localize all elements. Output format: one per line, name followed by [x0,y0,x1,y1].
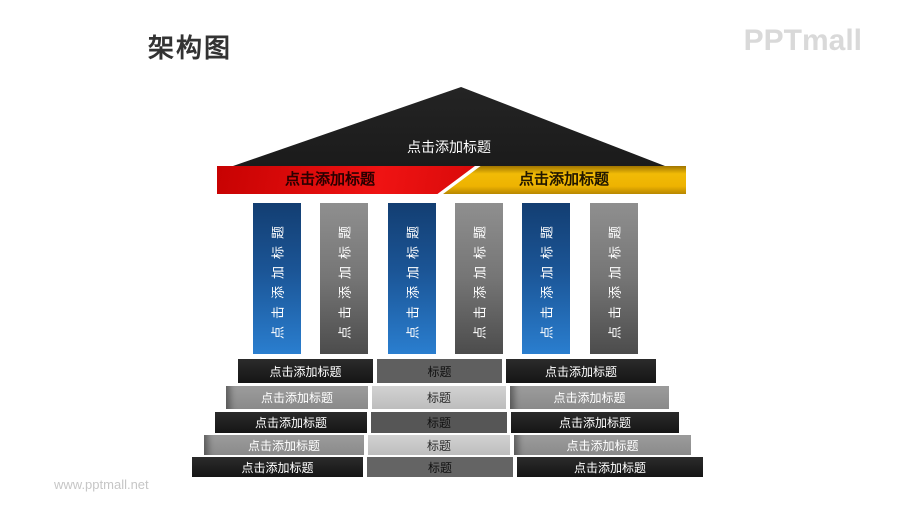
stair-row-1: 点击添加标题 标题 点击添加标题 [238,359,656,383]
beam: 点击添加标题 点击添加标题 [217,166,686,194]
watermark-url: www.pptmall.net [54,477,149,492]
column-label: 点击添加标题 [472,218,488,339]
stair-middle-placeholder[interactable]: 标题 [377,359,502,383]
pptmall-logo: PPTmall [743,24,862,57]
stair-right-placeholder[interactable]: 点击添加标题 [511,412,679,433]
column-label: 点击添加标题 [337,218,353,339]
beam-gold-shape[interactable] [443,166,686,194]
stair-row-2: 点击添加标题 标题 点击添加标题 [226,386,669,409]
column-placeholder-6[interactable]: 点击添加标题 [590,203,638,354]
roof-placeholder[interactable]: 点击添加标题 [233,87,665,166]
roof-label: 点击添加标题 [407,139,491,155]
column-label: 点击添加标题 [607,218,623,339]
stair-left-placeholder[interactable]: 点击添加标题 [204,435,364,455]
column-placeholder-5[interactable]: 点击添加标题 [522,203,570,354]
column-placeholder-4[interactable]: 点击添加标题 [455,203,503,354]
column-label: 点击添加标题 [270,218,286,339]
stair-row-5: 点击添加标题 标题 点击添加标题 [192,457,703,477]
stair-left-placeholder[interactable]: 点击添加标题 [238,359,373,383]
beam-left-label[interactable]: 点击添加标题 [284,171,375,188]
stair-middle-placeholder[interactable]: 标题 [367,457,513,477]
stair-right-placeholder[interactable]: 点击添加标题 [506,359,656,383]
stair-row-3: 点击添加标题 标题 点击添加标题 [215,412,679,433]
column-placeholder-2[interactable]: 点击添加标题 [320,203,368,354]
stair-right-placeholder[interactable]: 点击添加标题 [514,435,691,455]
stair-row-4: 点击添加标题 标题 点击添加标题 [204,435,691,455]
stair-left-placeholder[interactable]: 点击添加标题 [192,457,363,477]
stair-right-placeholder[interactable]: 点击添加标题 [510,386,669,409]
column-label: 点击添加标题 [539,218,555,339]
beam-red-shape[interactable] [217,166,475,194]
stair-left-placeholder[interactable]: 点击添加标题 [226,386,368,409]
beam-right-label[interactable]: 点击添加标题 [519,171,610,188]
column-label: 点击添加标题 [405,218,421,339]
page-title: 架构图 [148,33,233,63]
stair-middle-placeholder[interactable]: 标题 [371,412,507,433]
column-placeholder-1[interactable]: 点击添加标题 [253,203,301,354]
column-placeholder-3[interactable]: 点击添加标题 [388,203,436,354]
stair-right-placeholder[interactable]: 点击添加标题 [517,457,703,477]
stair-middle-placeholder[interactable]: 标题 [372,386,506,409]
stair-left-placeholder[interactable]: 点击添加标题 [215,412,367,433]
stair-middle-placeholder[interactable]: 标题 [368,435,510,455]
